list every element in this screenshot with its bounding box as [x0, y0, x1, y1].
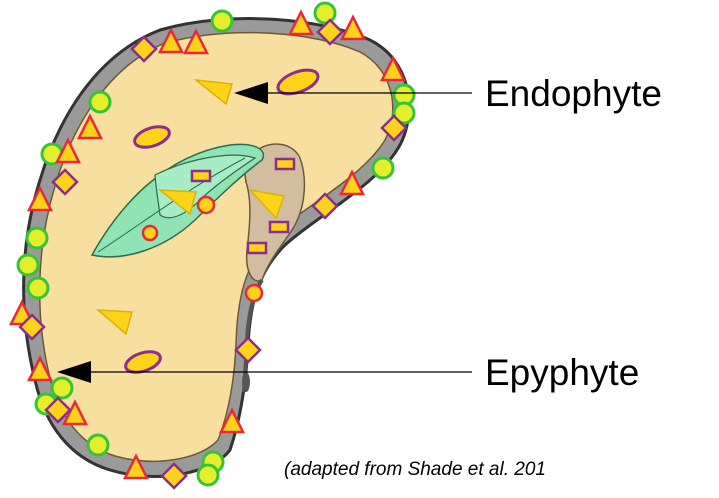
hilum	[242, 372, 250, 392]
internal-rect-marker	[276, 159, 294, 169]
surface-circle-marker	[90, 92, 110, 112]
internal-dot-marker	[198, 197, 214, 213]
citation-text: (adapted from Shade et al. 201	[284, 459, 546, 480]
surface-circle-marker	[52, 378, 72, 398]
internal-rect-marker	[248, 243, 266, 253]
internal-rect-marker	[270, 222, 288, 232]
internal-dot-marker	[143, 226, 157, 240]
internal-rect-marker	[192, 171, 210, 181]
endophyte-label: Endophyte	[485, 73, 662, 114]
surface-circle-marker	[212, 11, 232, 31]
surface-circle-marker	[198, 465, 218, 485]
surface-circle-marker	[315, 3, 335, 23]
surface-triangle-marker	[342, 17, 364, 39]
surface-circle-marker	[27, 228, 47, 248]
surface-circle-marker	[373, 158, 393, 178]
surface-circle-marker	[28, 278, 48, 298]
epiphyte-label: Epyphyte	[485, 352, 639, 393]
surface-circle-marker	[88, 435, 108, 455]
surface-circle-marker	[18, 255, 38, 275]
internal-dot-marker	[246, 285, 262, 301]
